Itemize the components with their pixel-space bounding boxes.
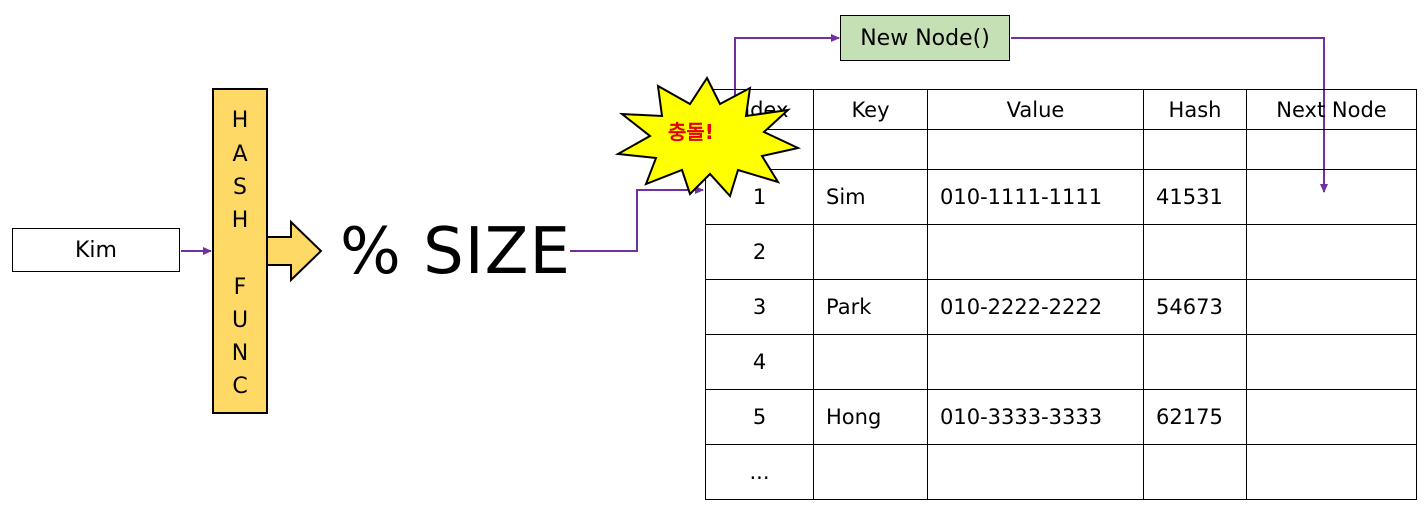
hash-function-bar <box>212 88 268 414</box>
new-node-label: New Node() <box>860 25 990 51</box>
table-row: 2 <box>705 224 1417 280</box>
cell-value: 010-1111-1111 <box>927 169 1144 225</box>
cell-key: Sim <box>813 169 928 225</box>
cell-hash: 54673 <box>1143 279 1247 335</box>
table-row: 3 Park 010-2222-2222 54673 <box>705 279 1417 335</box>
hash-output-block-arrow <box>266 219 323 283</box>
cell-index: ... <box>705 444 814 500</box>
cell-hash <box>1143 129 1247 170</box>
cell-next-node <box>1246 224 1417 280</box>
cell-index: 2 <box>705 224 814 280</box>
header-hash: Hash <box>1143 89 1247 130</box>
cell-key <box>813 224 928 280</box>
cell-key <box>813 444 928 500</box>
hash-letter: C <box>232 374 248 399</box>
cell-hash: 62175 <box>1143 389 1247 445</box>
cell-next-node <box>1246 334 1417 390</box>
cell-hash: 41531 <box>1143 169 1247 225</box>
cell-hash <box>1143 444 1247 500</box>
cell-next-node <box>1246 129 1417 170</box>
cell-key <box>813 129 928 170</box>
cell-value <box>927 224 1144 280</box>
table-row: 5 Hong 010-3333-3333 62175 <box>705 389 1417 445</box>
cell-key: Hong <box>813 389 928 445</box>
hash-letter: H <box>231 208 249 233</box>
collision-burst-icon <box>614 75 802 198</box>
hash-letter: F <box>233 275 247 300</box>
hash-letter: N <box>231 341 249 366</box>
table-row: ... <box>705 444 1417 500</box>
cell-next-node <box>1246 279 1417 335</box>
cell-hash <box>1143 224 1247 280</box>
hash-letter: S <box>233 175 247 200</box>
cell-key: Park <box>813 279 928 335</box>
cell-value <box>927 444 1144 500</box>
new-node-box: New Node() <box>840 15 1010 61</box>
cell-next-node <box>1246 169 1417 225</box>
header-value: Value <box>927 89 1144 130</box>
cell-next-node <box>1246 389 1417 445</box>
collision-to-new-node-arrow <box>734 34 840 100</box>
cell-value <box>927 334 1144 390</box>
table-row: 1 Sim 010-1111-1111 41531 <box>705 169 1417 225</box>
cell-index: 5 <box>705 389 814 445</box>
cell-value: 010-3333-3333 <box>927 389 1144 445</box>
cell-hash <box>1143 334 1247 390</box>
cell-index: 3 <box>705 279 814 335</box>
cell-value: 010-2222-2222 <box>927 279 1144 335</box>
table-row: 0 <box>705 129 1417 170</box>
cell-key <box>813 334 928 390</box>
input-key-label: Kim <box>75 237 117 263</box>
table-header-row: Index Key Value Hash Next Node <box>705 89 1417 130</box>
collision-label: 충돌! <box>668 120 714 144</box>
header-key: Key <box>813 89 928 130</box>
modulo-size-label: % SIZE <box>340 215 571 289</box>
table-row: 4 <box>705 334 1417 390</box>
header-next-node: Next Node <box>1246 89 1417 130</box>
hash-table: Index Key Value Hash Next Node 0 1 Sim 0… <box>705 89 1417 500</box>
cell-value <box>927 129 1144 170</box>
cell-index: 4 <box>705 334 814 390</box>
hash-letter: A <box>232 142 248 167</box>
cell-next-node <box>1246 444 1417 500</box>
hash-letter: U <box>231 308 249 333</box>
input-key-box: Kim <box>12 228 180 272</box>
hash-letter: H <box>231 108 249 133</box>
mod-to-index-arrow <box>570 186 704 252</box>
